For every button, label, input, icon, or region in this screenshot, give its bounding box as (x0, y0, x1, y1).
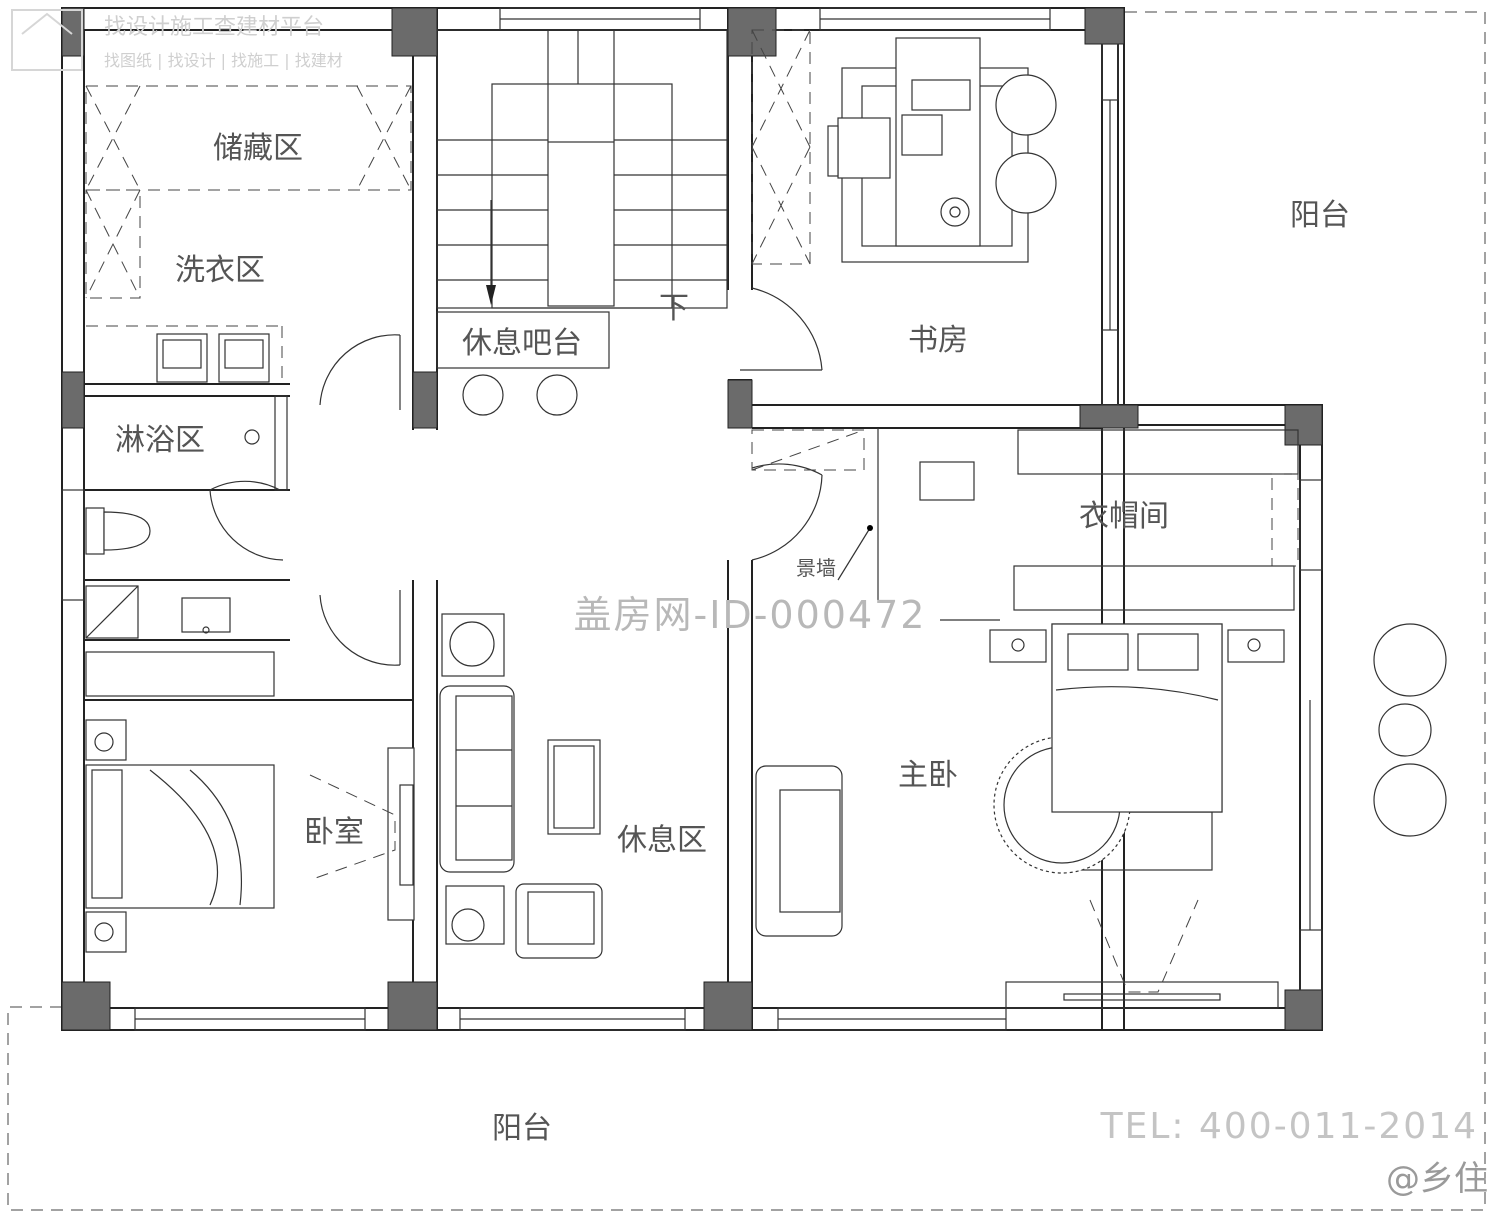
study-furniture (751, 29, 1057, 265)
credit-watermark: @乡住 (1386, 1159, 1488, 1199)
storage-shelves (85, 85, 412, 384)
master-bedroom-label: 主卧 (898, 758, 958, 793)
laundry-label: 洗衣区 (175, 253, 265, 288)
structural-columns (61, 7, 1323, 1031)
windows (61, 7, 1323, 1031)
bar-counter (436, 311, 610, 416)
wardrobe-fixtures (751, 428, 1299, 621)
logo-watermark: 找设计施工查建材平台 找图纸 | 找设计 | 找施工 | 找建材 (11, 9, 343, 71)
balcony-bottom-label: 阳台 (492, 1111, 552, 1146)
feature-wall-label: 景墙 (796, 556, 836, 580)
tel-watermark: TEL: 400-011-2014 (1100, 1106, 1478, 1147)
lounge-label: 休息区 (617, 823, 707, 858)
lounge-furniture (439, 613, 603, 959)
doors (209, 287, 823, 666)
master-bedroom-furniture (755, 623, 1285, 1009)
balcony-chairs (1373, 623, 1447, 837)
washing-machines (156, 333, 270, 383)
logo-title: 找设计施工查建材平台 (104, 15, 324, 40)
balcony-right-label: 阳台 (1290, 198, 1350, 233)
bedroom-furniture (85, 651, 415, 953)
stair-down-label: 下 (659, 291, 689, 326)
bedroom-label: 卧室 (304, 815, 364, 850)
bar-label: 休息吧台 (462, 326, 582, 361)
storage-label: 储藏区 (213, 131, 303, 166)
wardrobe-label: 衣帽间 (1079, 499, 1169, 534)
balcony-outlines (7, 11, 1486, 1211)
center-watermark: 盖房网-ID-000472 (574, 593, 927, 637)
staircase (436, 29, 728, 309)
logo-subtitle: 找图纸 | 找设计 | 找施工 | 找建材 (104, 51, 343, 70)
study-label: 书房 (908, 323, 968, 358)
feature-wall-leader (837, 525, 873, 581)
bathroom-fixtures (85, 395, 288, 639)
shower-label: 淋浴区 (115, 423, 205, 458)
